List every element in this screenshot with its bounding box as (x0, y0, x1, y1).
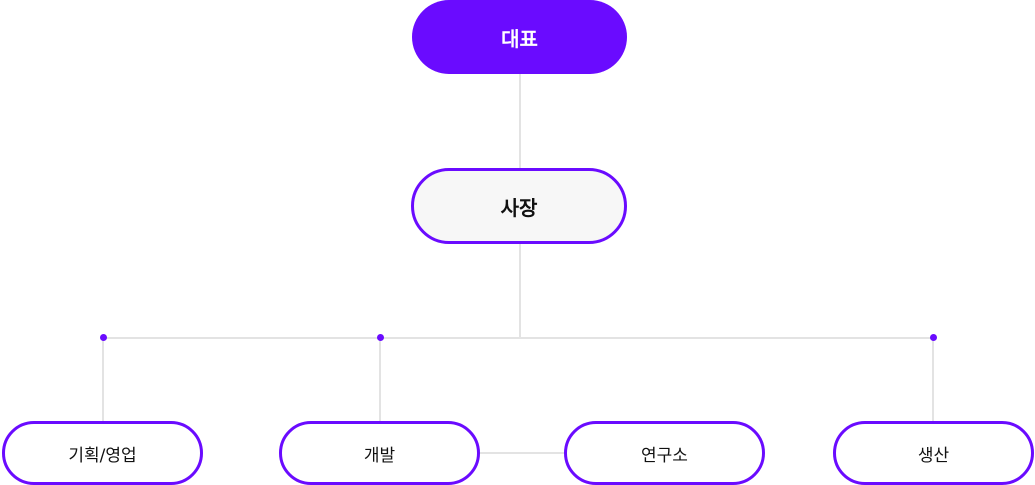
connector-to-dev (379, 338, 381, 422)
connector-to-production (932, 338, 934, 422)
connector-president-branch (519, 244, 521, 338)
department-node-research-lab: 연구소 (564, 421, 765, 485)
department-label-research-lab: 연구소 (641, 445, 688, 466)
president-label: 사장 (500, 195, 538, 220)
president-node: 사장 (411, 168, 627, 244)
junction-dot-planning (99, 334, 107, 341)
ceo-node: 대표 (412, 0, 627, 74)
department-label-planning-sales: 기획/영업 (68, 445, 137, 466)
junction-dot-dev (376, 334, 384, 341)
junction-dot-production (929, 334, 937, 341)
ceo-label: 대표 (501, 26, 538, 51)
connector-dev-lab (480, 452, 565, 454)
connector-to-planning (102, 338, 104, 422)
department-node-planning-sales: 기획/영업 (2, 421, 203, 485)
department-node-production: 생산 (833, 421, 1034, 485)
department-label-development: 개발 (363, 445, 396, 466)
department-node-development: 개발 (279, 421, 480, 485)
connector-horizontal-branch (103, 337, 934, 339)
connector-ceo-president (519, 74, 521, 168)
department-label-production: 생산 (917, 445, 950, 466)
